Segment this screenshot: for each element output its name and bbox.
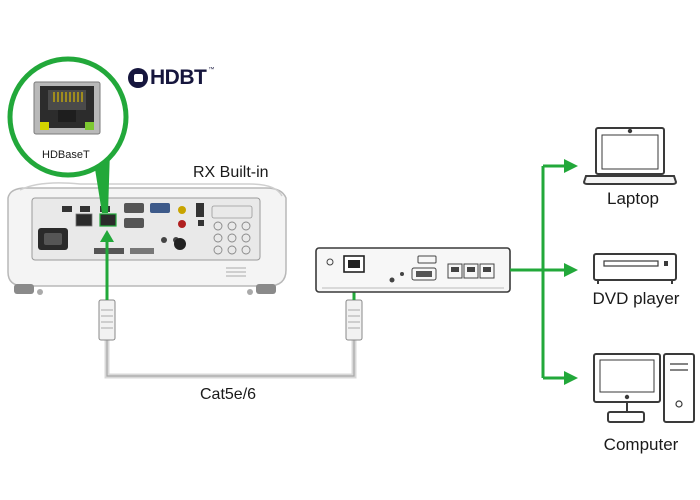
hdbt-trademark: ™ — [208, 67, 215, 73]
projector-foot-left — [14, 284, 34, 294]
hdbaset-transmitter — [315, 247, 511, 293]
yellow-led — [40, 122, 49, 130]
hdbt-logo-mark — [128, 68, 148, 88]
dvd-player-label: DVD player — [592, 289, 680, 308]
projector-hdbaset-port — [99, 213, 117, 227]
dvd-player-icon — [593, 253, 677, 284]
rj45-plug-left — [98, 299, 116, 341]
arrow-to-dvd — [564, 263, 578, 277]
cat-cable — [98, 299, 363, 379]
cable-type-label: Cat5e/6 — [200, 386, 257, 403]
signal-arrow-projector — [100, 230, 114, 300]
desktop-computer-icon — [593, 353, 695, 423]
computer-label: Computer — [603, 435, 679, 454]
arrow-to-computer — [564, 371, 578, 385]
hdbaset-callout — [7, 56, 129, 213]
projector-foot-right — [256, 284, 276, 294]
hdbt-logo-text: HDBT — [150, 66, 207, 89]
hdbaset-port-label: HDBaseT — [42, 149, 90, 161]
arrow-to-laptop — [564, 159, 578, 173]
device-branch-lines — [510, 164, 566, 380]
projector — [7, 182, 287, 295]
hdbaset-logo: HDBT ™ — [128, 66, 214, 90]
green-led — [85, 122, 94, 130]
rx-builtin-label: RX Built-in — [193, 164, 269, 181]
laptop-label: Laptop — [607, 189, 659, 208]
rj45-plug-right — [345, 299, 363, 341]
laptop-icon — [582, 127, 678, 185]
